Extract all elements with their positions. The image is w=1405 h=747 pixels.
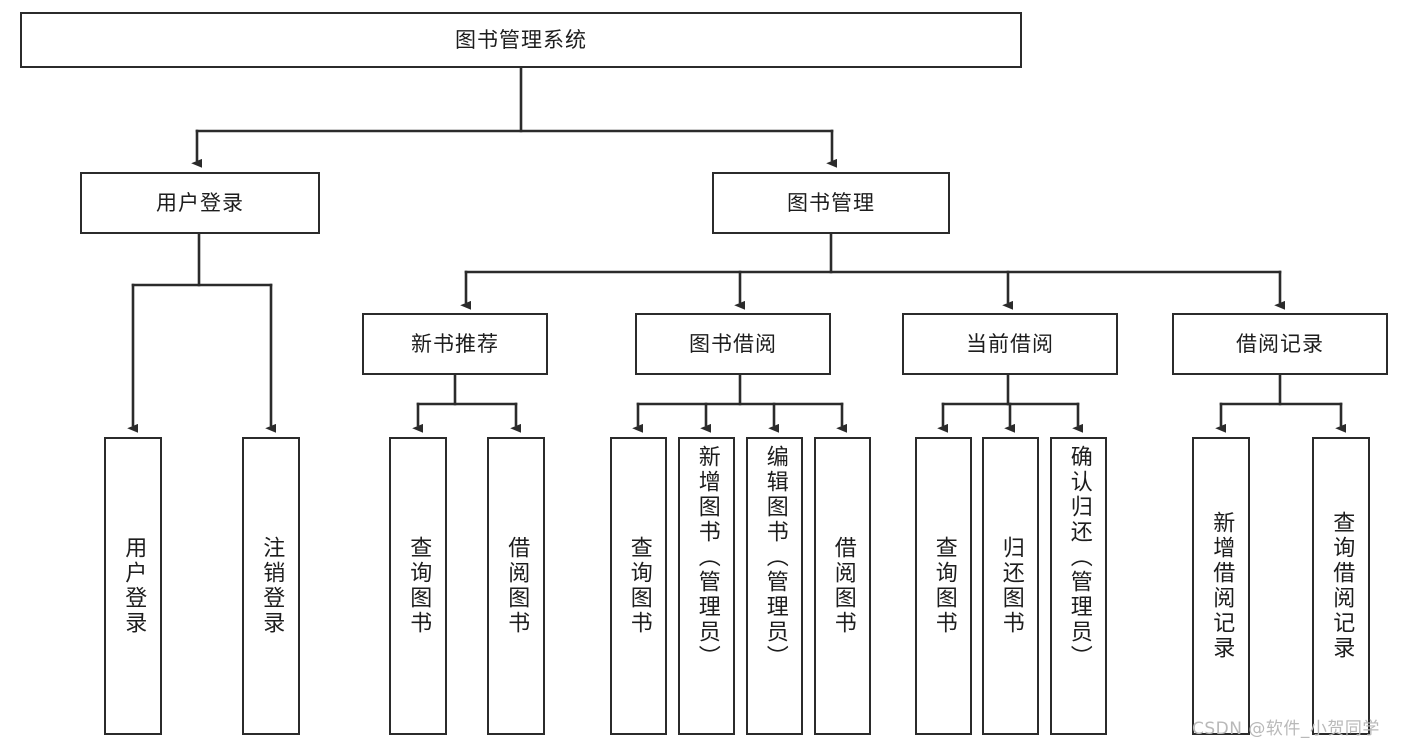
node-book-manage[interactable]: 图书管理	[712, 172, 950, 234]
node-book-manage-label: 图书管理	[787, 190, 875, 215]
leaf-confirm-return-label: 确认归还（管理员）	[1066, 445, 1092, 670]
leaf-query-book-3[interactable]: 查询图书	[915, 437, 972, 735]
leaf-user-logout-label: 注销登录	[259, 536, 285, 636]
leaf-borrow-book-2[interactable]: 借阅图书	[814, 437, 871, 735]
leaf-borrow-book-1[interactable]: 借阅图书	[487, 437, 545, 735]
leaf-query-record-label: 查询借阅记录	[1329, 511, 1355, 661]
node-user-login[interactable]: 用户登录	[80, 172, 320, 234]
leaf-edit-book-label: 编辑图书（管理员）	[762, 445, 788, 670]
leaf-query-book-2-label: 查询图书	[626, 536, 652, 636]
node-current-borrow-label: 当前借阅	[966, 331, 1054, 356]
leaf-edit-book[interactable]: 编辑图书（管理员）	[746, 437, 803, 735]
node-root-label: 图书管理系统	[455, 27, 587, 52]
node-root[interactable]: 图书管理系统	[20, 12, 1022, 68]
node-borrow-record-label: 借阅记录	[1236, 331, 1324, 356]
leaf-add-record-label: 新增借阅记录	[1209, 511, 1235, 661]
leaf-add-book[interactable]: 新增图书（管理员）	[678, 437, 735, 735]
leaf-query-book-3-label: 查询图书	[931, 536, 957, 636]
node-current-borrow[interactable]: 当前借阅	[902, 313, 1118, 375]
node-new-book-recommend[interactable]: 新书推荐	[362, 313, 548, 375]
leaf-add-book-label: 新增图书（管理员）	[694, 445, 720, 670]
leaf-borrow-book-2-label: 借阅图书	[830, 536, 856, 636]
leaf-query-book-2[interactable]: 查询图书	[610, 437, 667, 735]
leaf-query-record[interactable]: 查询借阅记录	[1312, 437, 1370, 735]
leaf-query-book-1[interactable]: 查询图书	[389, 437, 447, 735]
watermark: CSDN @软件_小贺同学	[1192, 719, 1380, 739]
leaf-query-book-1-label: 查询图书	[406, 536, 432, 636]
leaf-return-book[interactable]: 归还图书	[982, 437, 1039, 735]
node-new-book-recommend-label: 新书推荐	[411, 331, 499, 356]
leaf-user-login-label: 用户登录	[121, 536, 147, 636]
node-user-login-label: 用户登录	[156, 190, 244, 215]
node-book-borrow-label: 图书借阅	[689, 331, 777, 356]
leaf-borrow-book-1-label: 借阅图书	[504, 536, 530, 636]
leaf-user-login[interactable]: 用户登录	[104, 437, 162, 735]
leaf-return-book-label: 归还图书	[998, 536, 1024, 636]
leaf-user-logout[interactable]: 注销登录	[242, 437, 300, 735]
node-borrow-record[interactable]: 借阅记录	[1172, 313, 1388, 375]
node-book-borrow[interactable]: 图书借阅	[635, 313, 831, 375]
leaf-add-record[interactable]: 新增借阅记录	[1192, 437, 1250, 735]
leaf-confirm-return[interactable]: 确认归还（管理员）	[1050, 437, 1107, 735]
